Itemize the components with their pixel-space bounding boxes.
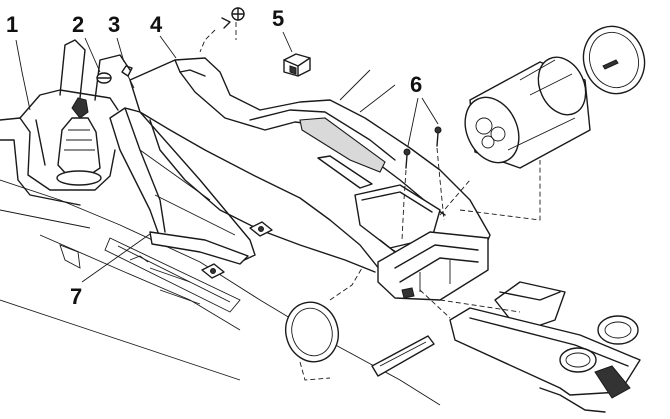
callout-4: 4 [150, 12, 163, 37]
center-console-body [129, 57, 491, 293]
callout-labels: 1 2 3 4 5 6 7 [6, 6, 422, 309]
rear-ashtray-housing [377, 231, 489, 301]
parking-brake-boot [109, 107, 256, 265]
clip-and-screw [96, 65, 135, 89]
callout-1: 1 [6, 12, 18, 37]
vehicle-floor-outline [0, 179, 441, 406]
callout-2: 2 [72, 12, 84, 37]
left-seat-and-tunnel [0, 39, 131, 229]
callout-5: 5 [272, 6, 284, 31]
callout-3: 3 [108, 12, 120, 37]
assembly-guide-line-drawer [419, 289, 521, 319]
callout-6: 6 [410, 72, 422, 97]
round-cover [285, 267, 363, 381]
trim-plate [371, 335, 435, 377]
callout-7: 7 [70, 284, 82, 309]
callout-leaders [15, 31, 439, 283]
upper-fastener-screws [199, 7, 245, 53]
ashtray-drawer [449, 281, 641, 413]
cup-holder-cylinder [464, 56, 591, 169]
cup-holder-lid [582, 25, 646, 95]
gear-shifter-boot [56, 97, 102, 186]
mounting-screws [401, 126, 445, 241]
floor-brackets [201, 221, 273, 279]
assembly-guide-line-cupholder [439, 160, 541, 221]
switch-plug [283, 53, 311, 77]
